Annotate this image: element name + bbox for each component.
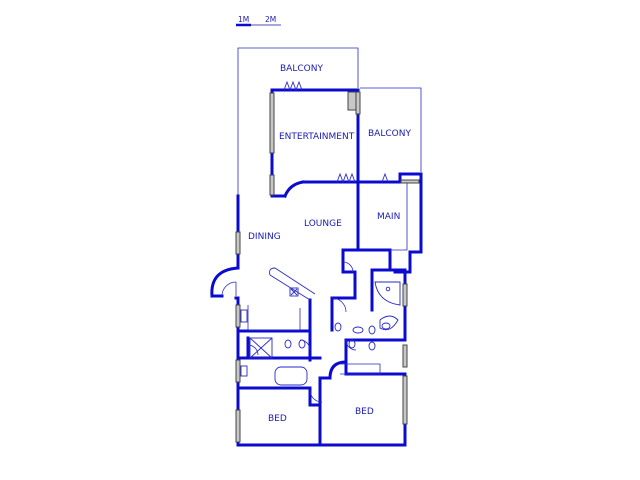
stove-icon xyxy=(289,287,299,297)
bath-main xyxy=(374,281,401,306)
basin-ensuite-2 xyxy=(368,325,376,335)
label-balcony-top: BALCONY xyxy=(280,64,323,74)
balcony-outlines xyxy=(237,47,422,195)
interior-lines xyxy=(247,182,408,375)
room-labels: BALCONY ENTERTAINMENT BALCONY MAIN LOUNG… xyxy=(248,64,411,424)
scale-bar: 1M 2M xyxy=(236,15,281,27)
window-dining xyxy=(235,231,241,255)
windows xyxy=(235,91,420,443)
sliding-doors xyxy=(283,80,389,184)
label-bed-left: BED xyxy=(268,414,287,424)
window-ensuite xyxy=(402,283,408,307)
kitchen-counter xyxy=(269,267,316,301)
walls xyxy=(210,88,423,447)
label-main: MAIN xyxy=(377,212,400,222)
window-bed-left xyxy=(235,409,241,443)
basin-second xyxy=(368,341,376,351)
window-frame-right xyxy=(347,91,357,111)
label-lounge: LOUNGE xyxy=(304,219,342,229)
label-entertainment: ENTERTAINMENT xyxy=(279,132,355,142)
label-bed-right: BED xyxy=(355,407,374,417)
label-balcony-right: BALCONY xyxy=(368,129,411,139)
basin-ensuite-3 xyxy=(352,326,364,334)
window-entertainment-lower xyxy=(269,174,275,196)
right-balcony-outline xyxy=(360,87,422,172)
toilet-left xyxy=(284,339,292,349)
window-kitchen xyxy=(235,304,241,328)
window-bed-right xyxy=(402,375,408,425)
window-entertainment-left xyxy=(269,92,275,154)
top-balcony-outline xyxy=(237,47,359,195)
scale-label-1m: 1M xyxy=(238,15,249,24)
ensuite-basin xyxy=(379,315,399,331)
door-swings xyxy=(221,261,357,403)
scale-label-2m: 2M xyxy=(265,15,276,24)
zigzag-main-balcony xyxy=(381,172,389,183)
basin-left xyxy=(298,339,306,349)
window-main xyxy=(400,179,420,184)
toilet-second xyxy=(348,339,356,349)
zigzag-entertainment-lounge xyxy=(336,172,356,184)
zigzag-balcony-top xyxy=(283,80,303,92)
label-dining: DINING xyxy=(248,232,281,242)
toilet-ensuite xyxy=(334,322,342,332)
fixtures xyxy=(240,267,401,386)
window-bathroom xyxy=(235,359,241,383)
window-entertainment-right xyxy=(355,91,361,115)
bath-left xyxy=(274,366,308,386)
sink-icon xyxy=(240,309,248,323)
shower-left xyxy=(249,337,273,359)
vanity-left xyxy=(240,365,248,377)
window-bath2 xyxy=(402,344,408,368)
